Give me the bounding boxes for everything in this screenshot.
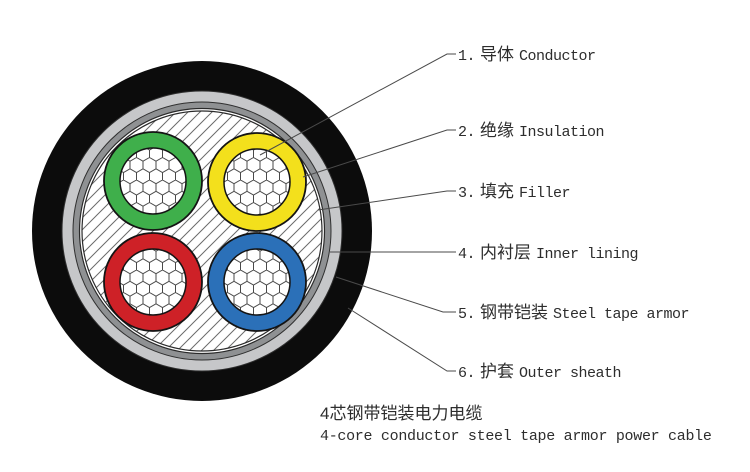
cable-body: [32, 61, 372, 401]
label-number: 3.: [458, 185, 476, 202]
label-number: 1.: [458, 48, 476, 65]
core-bottom-right: [207, 232, 307, 332]
conductor-strands: [119, 248, 187, 316]
leader-line-filler: [317, 190, 456, 211]
label-inner-lining: 4. 内衬层 Inner lining: [458, 243, 639, 263]
diagram-caption: 4芯钢带铠装电力电缆 4-core conductor steel tape a…: [320, 402, 712, 448]
label-text-zh: 填充: [480, 182, 515, 201]
label-filler: 3. 填充 Filler: [458, 182, 571, 202]
caption-line-en: 4-core conductor steel tape armor power …: [320, 428, 712, 445]
core-top-right: [207, 132, 307, 232]
label-insulation: 2. 绝缘 Insulation: [458, 121, 605, 141]
leader-line-outer-sheath: [347, 307, 456, 372]
label-text-en: Insulation: [519, 124, 605, 141]
label-steel-tape-armor: 5. 钢带铠装 Steel tape armor: [458, 303, 690, 323]
core-top-left: [103, 131, 203, 231]
label-outer-sheath: 6. 护套 Outer sheath: [458, 362, 622, 382]
label-number: 5.: [458, 306, 476, 323]
conductor-strands: [223, 148, 291, 216]
label-text-zh: 绝缘: [480, 121, 515, 140]
core-bottom-left: [103, 232, 203, 332]
label-text-en: Steel tape armor: [553, 306, 690, 323]
leader-line-conductor: [259, 53, 456, 156]
label-text-zh: 导体: [480, 45, 515, 64]
conductor-strands: [119, 147, 187, 215]
label-text-zh: 钢带铠装: [480, 303, 549, 322]
leader-line-steel-tape-armor: [335, 276, 456, 313]
label-text-en: Conductor: [519, 48, 596, 65]
label-number: 2.: [458, 124, 476, 141]
label-number: 6.: [458, 365, 476, 382]
conductor-strands: [223, 248, 291, 316]
label-text-en: Inner lining: [536, 246, 639, 263]
label-number: 4.: [458, 246, 476, 263]
label-text-en: Filler: [519, 185, 571, 202]
leader-line-insulation: [302, 129, 456, 178]
label-text-zh: 内衬层: [480, 243, 532, 262]
leader-lines: [259, 53, 456, 372]
label-text-en: Outer sheath: [519, 365, 622, 382]
label-text-zh: 护套: [480, 362, 515, 381]
label-conductor: 1. 导体 Conductor: [458, 45, 596, 65]
caption-line-zh: 4芯钢带铠装电力电缆: [320, 404, 483, 423]
